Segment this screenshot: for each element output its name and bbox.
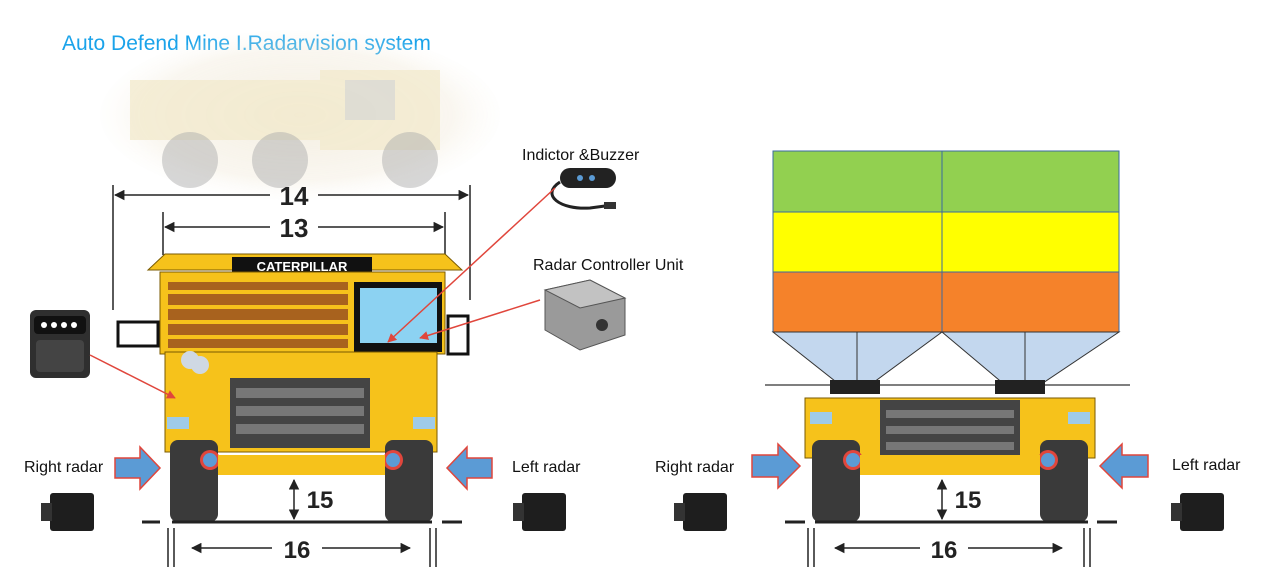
zone-yellow-left: [772, 211, 943, 273]
left-truck-front-view: 14 13 CATERPILLAR: [112, 181, 471, 567]
zone-green-right: [941, 150, 1120, 213]
dimension-14: 14: [280, 181, 309, 211]
zone-yellow-right: [941, 211, 1120, 273]
right-radar-arrow-right: [751, 442, 802, 490]
left-radar-module-right: [1171, 493, 1224, 531]
right-truck-front-view: 15 16: [785, 397, 1117, 567]
background-truck-photo: [100, 30, 500, 200]
detection-zones: [772, 150, 1120, 333]
zone-green-left: [772, 150, 943, 213]
radar-controller-label: Radar Controller Unit: [533, 257, 684, 274]
alarm-light-device: [30, 310, 90, 378]
radar-beams: [771, 331, 1121, 386]
radar-sensor-right-mount: [995, 380, 1045, 394]
left-radar-module-left: [513, 493, 566, 531]
left-radar-label-left: Left radar: [512, 459, 581, 476]
right-radar-arrow-left: [114, 445, 162, 491]
leader-line-controller: [419, 299, 541, 340]
left-radar-arrow-left: [445, 445, 493, 491]
dimension-13: 13: [280, 213, 309, 243]
dimension-16-right: 16: [931, 537, 958, 564]
zone-orange-left: [772, 271, 943, 333]
right-radar-module-right: [674, 493, 727, 531]
right-radar-label-left: Right radar: [24, 459, 104, 476]
indicator-buzzer-label: Indictor &Buzzer: [522, 147, 640, 164]
leader-line-alarm: [89, 354, 176, 399]
right-radar-module-left: [41, 493, 94, 531]
dimension-16-left: 16: [284, 537, 311, 564]
radar-controller-device: [543, 279, 627, 351]
indicator-buzzer-device: [550, 168, 616, 210]
left-radar-label-right: Left radar: [1172, 457, 1241, 474]
radar-sensor-left-mount: [830, 380, 880, 394]
left-radar-arrow-right: [1098, 442, 1149, 490]
dimension-15-right: 15: [955, 487, 982, 514]
leader-line-indicator: [387, 187, 556, 343]
brand-logo: CATERPILLAR: [257, 259, 348, 274]
dimension-15-left: 15: [307, 487, 334, 514]
zone-orange-right: [941, 271, 1120, 333]
right-radar-label-right: Right radar: [655, 459, 735, 476]
